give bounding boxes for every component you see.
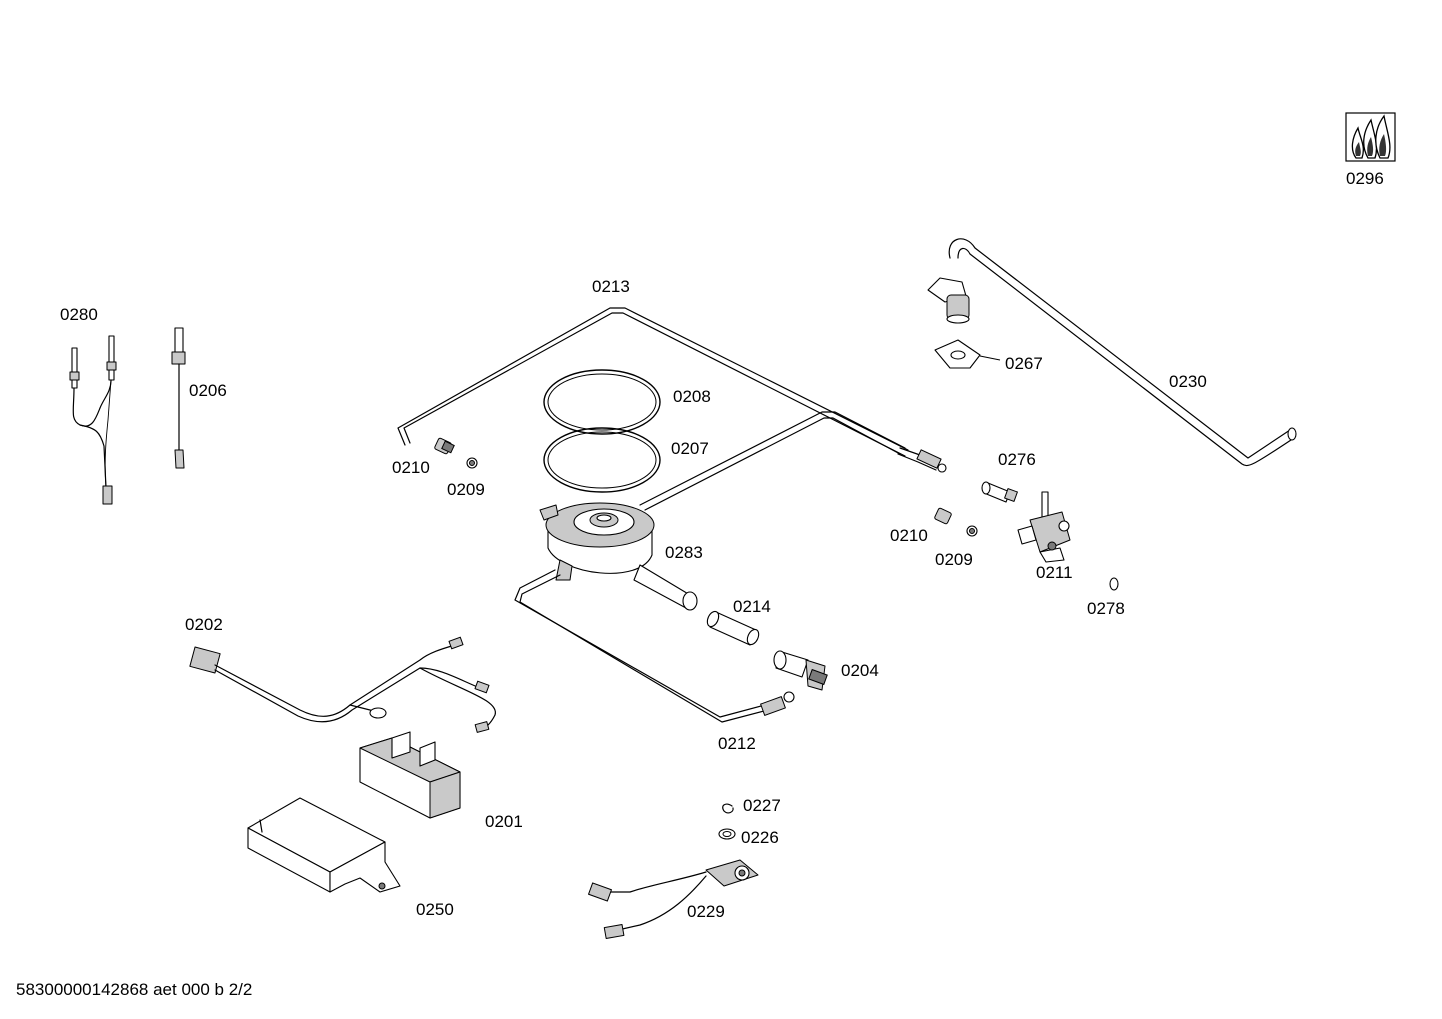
injector-0204 [773, 650, 828, 691]
label-0296: 0296 [1346, 169, 1384, 188]
label-0226: 0226 [741, 828, 779, 847]
gas-pipe-0230 [927, 238, 1297, 467]
gas-valve-0211 [1017, 491, 1071, 563]
label-0204: 0204 [841, 661, 879, 680]
label-0214: 0214 [733, 597, 771, 616]
washer-0278 [1109, 577, 1119, 591]
bracket-0250 [247, 797, 401, 893]
label-0211: 0211 [1036, 563, 1073, 582]
gas-pipe-0213 [397, 307, 947, 473]
ring-0208 [543, 369, 661, 435]
label-0227: 0227 [743, 796, 781, 815]
label-0230: 0230 [1169, 372, 1207, 391]
ignition-electrode-0206 [171, 327, 186, 469]
label-0212: 0212 [718, 734, 756, 753]
gasket-0267 [934, 339, 1001, 369]
label-0229: 0229 [687, 902, 725, 921]
label-0210-right: 0210 [890, 526, 928, 545]
label-0283: 0283 [665, 543, 703, 562]
washer-0226 [718, 828, 736, 840]
sleeve-0214 [706, 610, 760, 646]
label-0207: 0207 [671, 439, 709, 458]
thermocouple-0280 [69, 335, 117, 505]
label-0267: 0267 [1005, 354, 1043, 373]
connector-0276 [981, 481, 1018, 503]
ignition-module-0201 [359, 731, 461, 819]
label-0209-right: 0209 [935, 550, 973, 569]
label-0202: 0202 [185, 615, 223, 634]
label-0278: 0278 [1087, 599, 1125, 618]
label-0208: 0208 [673, 387, 711, 406]
ignition-switch-0229 [588, 859, 759, 939]
drawing-code: 58300000142868 aet 000 b 2/2 [16, 980, 253, 999]
washer-0209-right [966, 525, 978, 537]
label-0250: 0250 [416, 900, 454, 919]
label-0206: 0206 [189, 381, 227, 400]
gas-pipe-0212 [514, 569, 795, 723]
label-0213: 0213 [592, 277, 630, 296]
label-0210-left: 0210 [392, 458, 430, 477]
label-0201: 0201 [485, 812, 523, 831]
label-0209-left: 0209 [447, 480, 485, 499]
wiring-harness-0202 [189, 636, 496, 733]
washer-0209-left [466, 457, 478, 469]
label-0276: 0276 [998, 450, 1036, 469]
nozzle-0210-right [934, 507, 952, 525]
label-0280: 0280 [60, 305, 98, 324]
gas-flame-icon [1345, 112, 1396, 162]
clip-0227 [722, 803, 734, 814]
burner-body-0283 [539, 502, 698, 611]
ring-0207 [543, 427, 661, 493]
nozzle-0210-left [434, 437, 455, 455]
pipe-burner-link [639, 411, 906, 511]
